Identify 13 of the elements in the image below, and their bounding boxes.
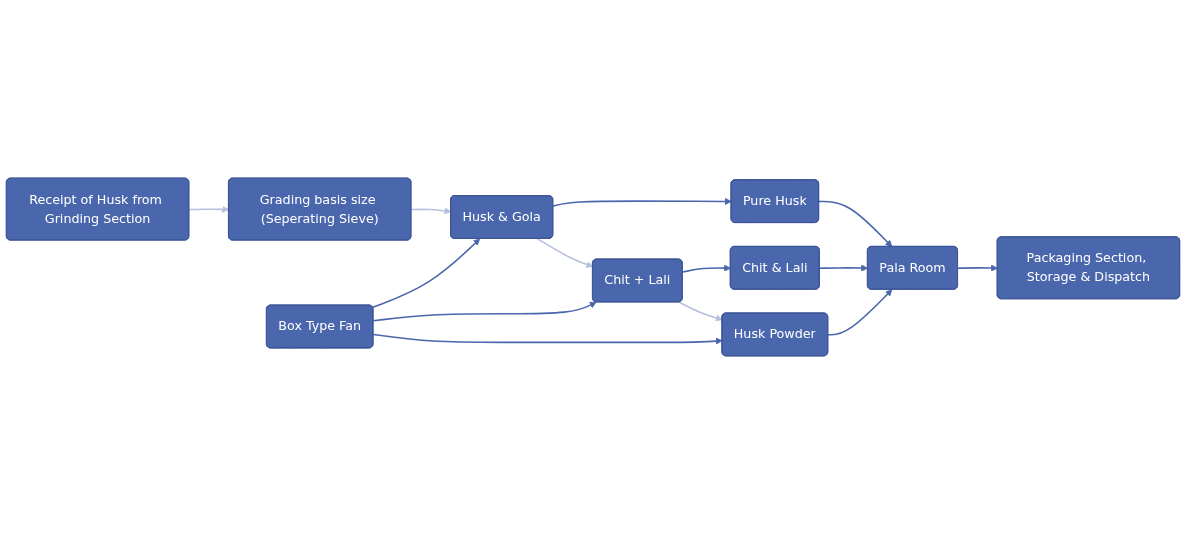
arrow bbox=[818, 200, 893, 248]
arrow bbox=[678, 301, 723, 322]
arrow bbox=[818, 264, 869, 272]
arrow bbox=[827, 289, 893, 336]
arrow bbox=[681, 264, 731, 273]
arrow bbox=[536, 238, 594, 268]
arrow bbox=[188, 205, 230, 213]
arrow bbox=[372, 301, 597, 322]
arrow bbox=[371, 238, 481, 309]
arrow bbox=[410, 207, 452, 215]
arrow bbox=[552, 198, 732, 207]
arrow bbox=[372, 333, 723, 345]
arrow bbox=[957, 264, 998, 272]
